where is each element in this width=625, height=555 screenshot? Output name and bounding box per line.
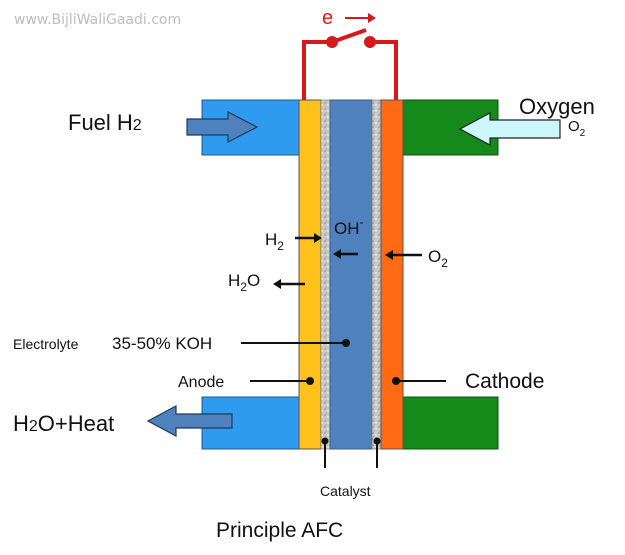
hydroxide-arrow-icon <box>333 249 341 259</box>
oxygen-label: Oxygen <box>519 94 595 119</box>
o2-arrow-icon <box>385 250 393 260</box>
catalyst-leader-right-dot <box>373 437 381 445</box>
electron-arrow-icon <box>368 13 376 23</box>
electrolyte-layer <box>329 99 373 450</box>
electron-label: e <box>322 7 333 29</box>
catalyst-leader-left-dot <box>321 437 329 445</box>
cathode-label: Cathode <box>465 370 544 393</box>
oxygen-inlet-arrow-icon <box>458 112 561 146</box>
anode-catalyst-layer <box>320 99 331 450</box>
circuit-terminal-right <box>364 36 376 48</box>
electrolyte-leader-dot <box>342 339 350 347</box>
catalyst-label: Catalyst <box>320 483 371 499</box>
exhaust-arrow-icon <box>146 404 233 438</box>
electrolyte-label: Electrolyte <box>13 336 79 352</box>
oxygen-formula: O2 <box>568 118 586 139</box>
cathode-leader-dot <box>392 377 400 385</box>
external-circuit: e <box>302 7 398 100</box>
electrolyte-value: 35-50% KOH <box>112 334 212 353</box>
watermark: www.BijliWaliGaadi.com <box>14 12 181 28</box>
hydroxide-label: OH- <box>334 215 364 238</box>
h2-arrow-icon <box>314 233 322 243</box>
anode-leader-dot <box>306 377 314 385</box>
fuel-label: Fuel H2 <box>68 110 142 135</box>
water-out-label: H2O <box>228 271 260 294</box>
inner-flows: H2 OH- O2 H2O <box>228 215 448 294</box>
cathode-catalyst-layer <box>371 99 382 450</box>
o2-label: O2 <box>428 247 448 270</box>
circuit-wire-right <box>370 40 398 100</box>
circuit-wire-left <box>302 40 332 100</box>
water-arrow-icon <box>273 279 281 289</box>
caption: Principle AFC <box>216 519 343 542</box>
circuit-terminal-left <box>326 36 338 48</box>
anode-layer <box>298 99 322 450</box>
water-heat-label: H2O+Heat <box>13 411 114 436</box>
h2-label: H2 <box>265 230 284 253</box>
circuit-switch <box>331 28 367 44</box>
anode-label: Anode <box>178 374 224 391</box>
fuel-inlet-arrow-icon <box>186 111 259 143</box>
oxygen-outlet-block <box>399 396 499 450</box>
cathode-layer <box>380 99 404 450</box>
